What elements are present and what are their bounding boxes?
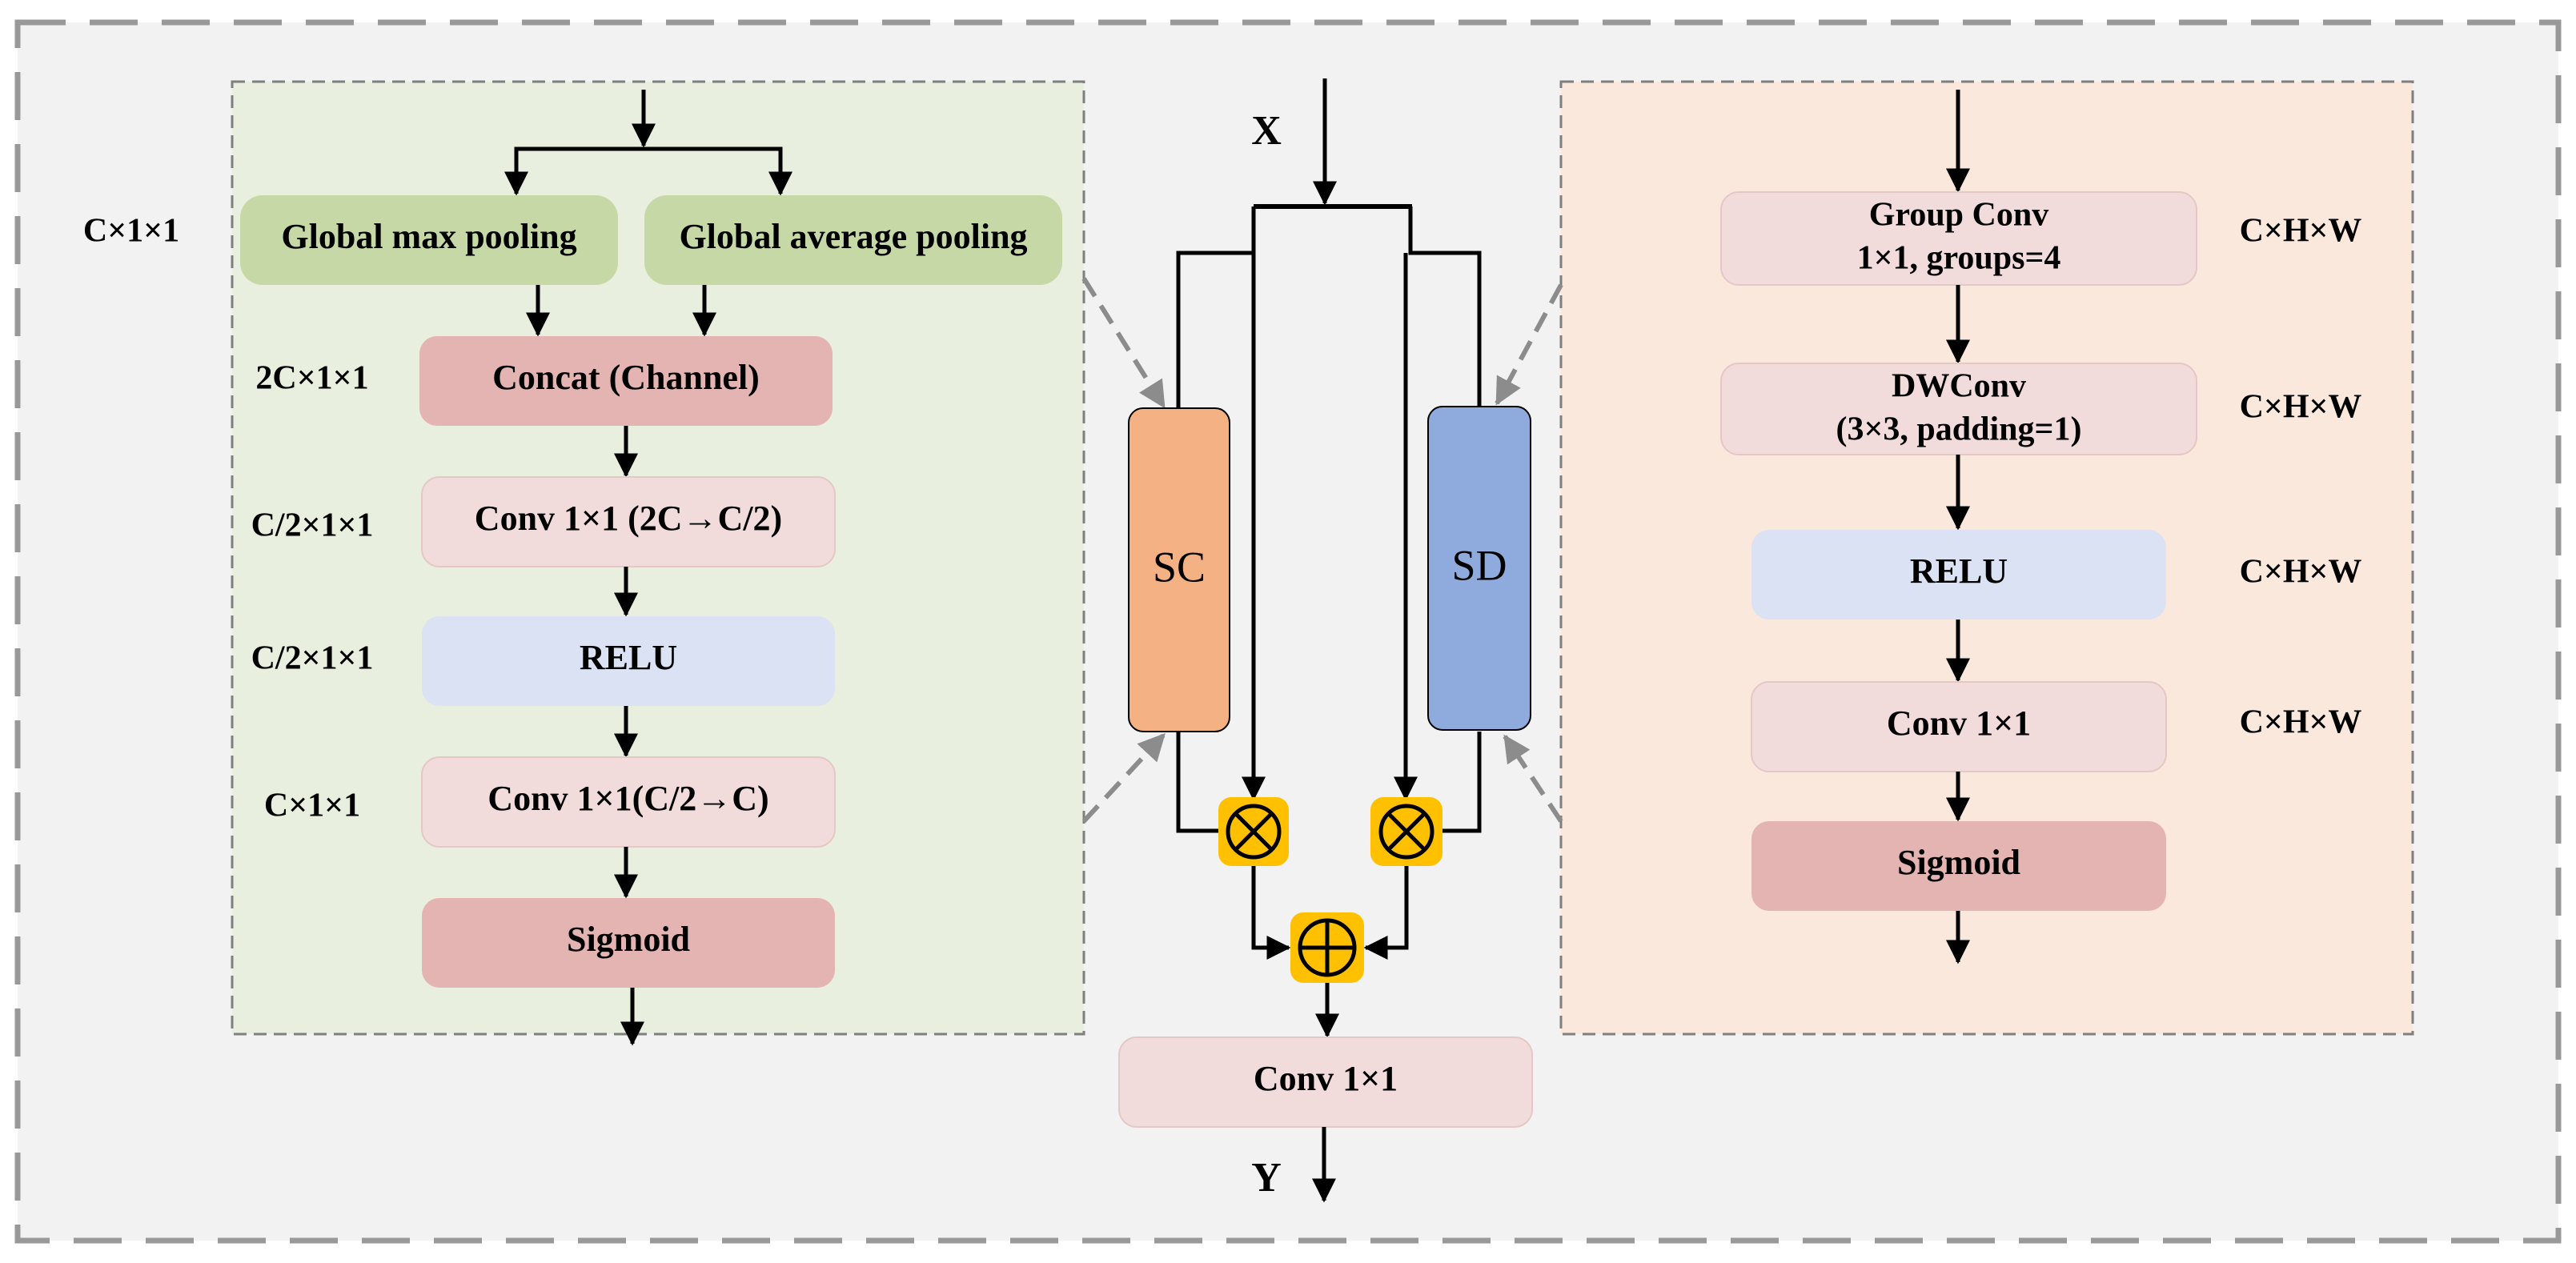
relu-box-left	[422, 616, 835, 706]
max-pool-box	[240, 195, 618, 285]
dim-label: C×H×W	[2240, 554, 2362, 591]
dim-label: 2C×1×1	[255, 360, 368, 397]
max-pool-label: Global max pooling	[281, 217, 576, 256]
dim-label: C×1×1	[83, 213, 179, 250]
multiply-icon	[1378, 804, 1434, 860]
zoom-connector	[1081, 277, 1166, 409]
zoom-connector	[1081, 732, 1166, 824]
spatial-detail-panel: Group Conv 1×1, groups=4 DWConv (3×3, pa…	[1559, 80, 2414, 1036]
sd-block	[1427, 406, 1531, 731]
sigmoid-box-left	[422, 898, 835, 988]
input-x-label: X	[1251, 108, 1282, 154]
left-product-arrow	[1251, 866, 1291, 960]
sigmoid-label-right: Sigmoid	[1897, 843, 2020, 882]
sc-block	[1128, 407, 1230, 732]
group-conv-label: Group Conv	[1869, 197, 2048, 234]
dim-label: C×H×W	[2240, 704, 2362, 741]
avg-pool-label: Global average pooling	[679, 217, 1027, 256]
concat-label: Concat (Channel)	[492, 358, 760, 397]
relu-box-right	[1751, 530, 2166, 619]
main-flow: X SC SD Conv 1	[1081, 78, 1563, 1203]
sd-branch-line	[1408, 206, 1482, 407]
group-conv-params: 1×1, groups=4	[1857, 240, 2061, 277]
sc-label: SC	[1153, 543, 1206, 591]
dim-label: C/2×1×1	[251, 507, 374, 544]
sd-label: SD	[1451, 541, 1507, 589]
sc-output-line	[1176, 732, 1218, 833]
right-product-arrow	[1363, 866, 1409, 960]
concat-box	[419, 336, 833, 426]
avg-pool-box	[644, 195, 1062, 285]
conv-expand-box	[421, 756, 836, 848]
sd-output-line	[1441, 732, 1482, 833]
conv-reduce-box	[421, 476, 836, 567]
multiply-icon	[1226, 804, 1282, 860]
dwconv-label: DWConv	[1892, 368, 2026, 405]
zoom-connector	[1503, 734, 1563, 823]
conv-reduce-label: Conv 1×1 (2C→C/2)	[475, 499, 782, 538]
multiply-icon-stroke	[1234, 812, 1274, 852]
dwconv-params: (3×3, padding=1)	[1836, 411, 2082, 448]
relu-label-left: RELU	[580, 638, 677, 677]
dim-label: C/2×1×1	[251, 640, 374, 677]
conv-label-right: Conv 1×1	[1887, 704, 2031, 743]
final-conv-label: Conv 1×1	[1254, 1059, 1398, 1098]
dim-label: C×1×1	[264, 788, 360, 824]
output-y-label: Y	[1251, 1155, 1282, 1201]
relu-label-right: RELU	[1910, 551, 2008, 591]
channel-attention-panel: Global max pooling Global average poolin…	[83, 80, 1085, 1046]
sigmoid-label-left: Sigmoid	[567, 920, 690, 959]
zoom-connector	[1495, 283, 1563, 406]
dim-label: C×H×W	[2240, 389, 2362, 426]
multiply-icon-stroke	[1386, 812, 1426, 852]
dim-label: C×H×W	[2240, 213, 2362, 250]
sigmoid-box-right	[1751, 821, 2166, 911]
conv-expand-label: Conv 1×1(C/2→C)	[488, 779, 768, 818]
